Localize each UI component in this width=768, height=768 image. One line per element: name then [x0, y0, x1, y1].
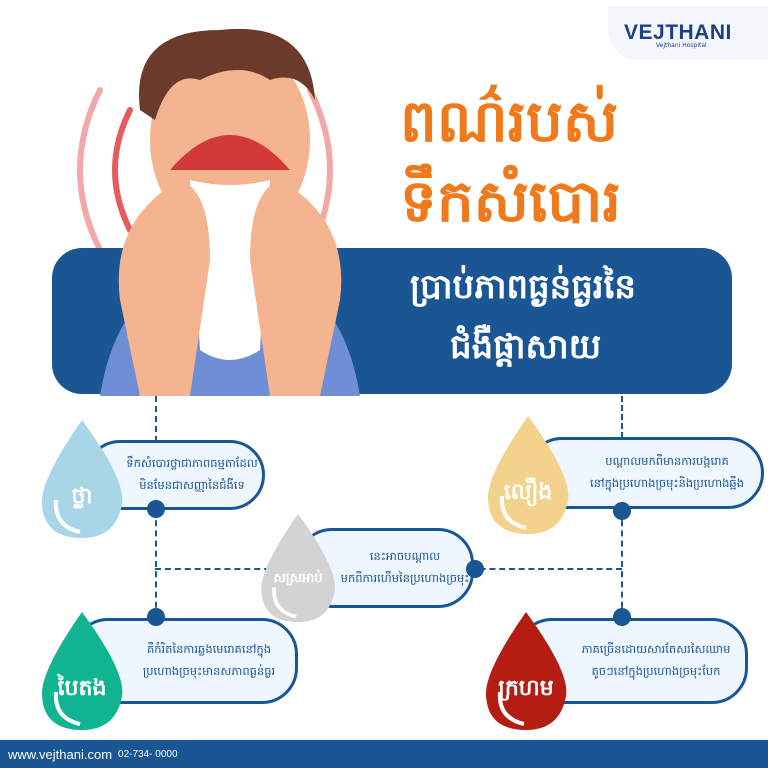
connector	[621, 510, 623, 618]
info-text: មកពីការហើមនៃប្រហោងច្រមុះ	[340, 571, 470, 585]
connector-dot	[147, 608, 165, 626]
title-line-1: ពណ៌របស់	[400, 87, 619, 155]
connector-dot	[147, 500, 165, 518]
logo-subtitle: Vejthani Hospital	[656, 42, 707, 49]
connector	[155, 396, 157, 442]
drop-label: បៃតង	[57, 676, 107, 701]
info-text: ទឹកសំបោរថ្លាជាភាពធម្មតាដែល	[126, 456, 258, 471]
info-text: មិនមែនជាសញ្ញានៃជំងឺទេ	[139, 478, 245, 492]
drop-cloudy: សស្រអាប់	[252, 514, 344, 624]
subtitle-line-2: ជំងឺផ្តាសាយ	[450, 327, 602, 367]
connector-dot	[466, 560, 484, 578]
vejthani-logo: VEJTHANI Vejthani Hospital	[608, 6, 768, 60]
website-link[interactable]: www.vejthani.com	[8, 746, 113, 762]
drop-label: ក្រហម	[498, 676, 554, 701]
drop-red: ក្រហម	[480, 612, 572, 732]
phone-number: 02-734- 0000	[118, 748, 178, 760]
subtitle-line-1: ប្រាប់ភាពធ្ងន់ធ្ងរនៃ	[410, 267, 636, 307]
info-text: ប្រហោងច្រមុះមានសភាពធ្ងន់ធ្ងរ	[142, 664, 276, 678]
info-text: បណ្តាលមកពីមានការបង្ករោគ	[605, 454, 729, 469]
info-text: តូចៗនៅក្នុងប្រហោងច្រមុះបែក	[591, 664, 721, 678]
info-text: ភាគច្រើនដោយសារតែសរសៃឈាម	[581, 642, 731, 657]
connector	[621, 396, 623, 438]
sneezing-person-illustration	[100, 28, 360, 396]
info-text: នៅក្នុងប្រហោងច្រមុះនិងប្រហោងឆ្អឹង	[589, 476, 745, 490]
connector	[155, 510, 157, 618]
connector-dot	[613, 608, 631, 626]
connector	[155, 568, 290, 570]
drop-green: បៃតង	[36, 612, 128, 732]
connector	[470, 568, 622, 570]
connector-dot	[613, 502, 631, 520]
drop-clear: ថ្លា	[36, 420, 128, 540]
info-text: នេះអាចបណ្តាល	[369, 549, 441, 564]
drop-label: លឿង	[503, 480, 553, 505]
drop-yellow: លឿង	[482, 416, 574, 536]
drop-label: ថ្លា	[71, 484, 93, 509]
info-box-yellow: បណ្តាលមកពីមានការបង្ករោគ នៅក្នុងប្រហោងច្រ…	[526, 437, 764, 509]
footer-bar: www.vejthani.com 02-734- 0000	[0, 740, 768, 768]
logo-name: VEJTHANI	[624, 21, 732, 44]
drop-label: សស្រអាប់	[273, 571, 323, 586]
title-line-2: ទឹកសំបោរ	[400, 167, 621, 235]
info-text: គឺកំរិតនៃការឆ្លងមេរោគនៅក្នុង	[146, 642, 272, 657]
